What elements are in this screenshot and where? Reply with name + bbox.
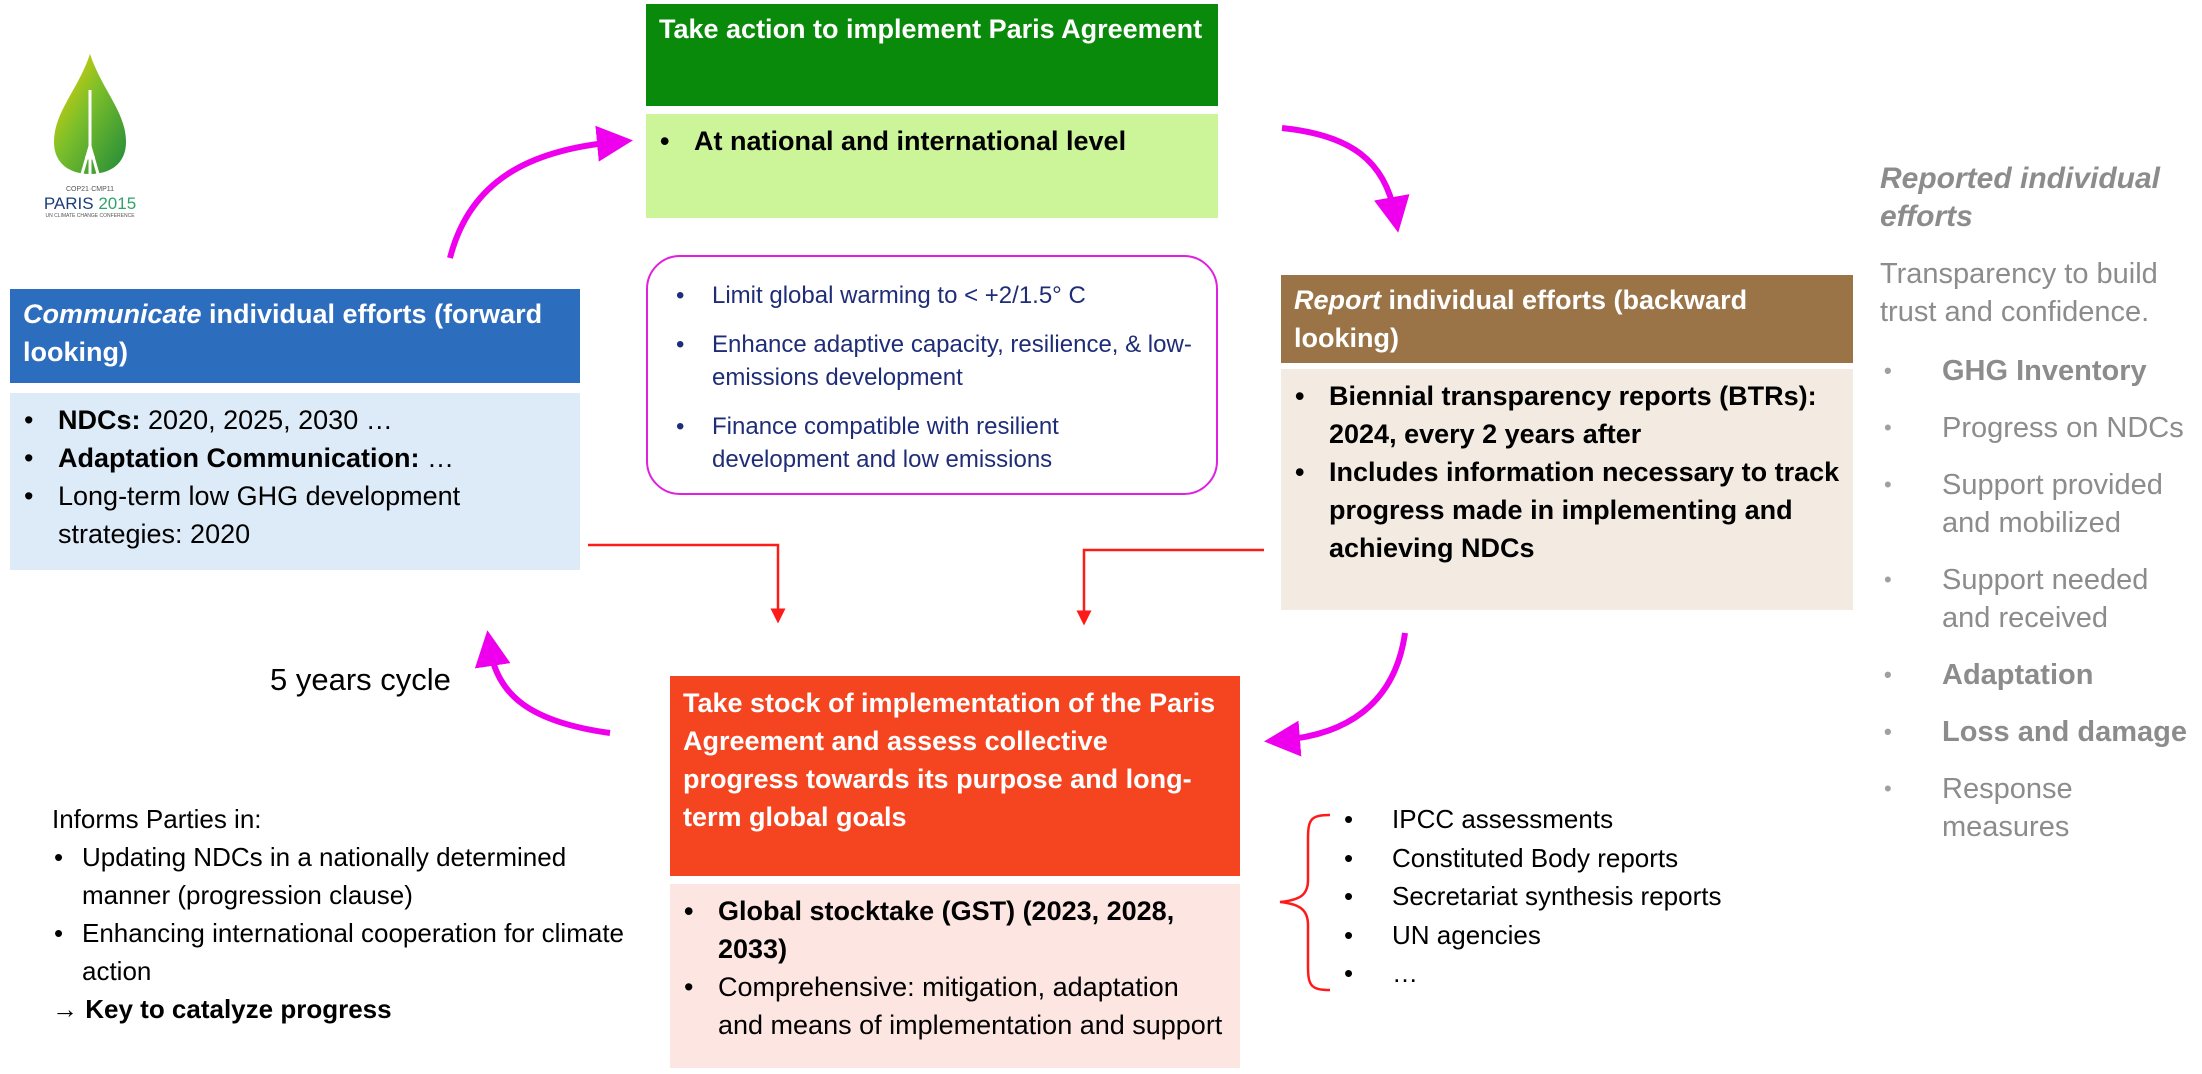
cop21-logo: COP21·CMP11 PARIS 2015 UN CLIMATE CHANGE… bbox=[30, 50, 150, 220]
right-panel-title: Reported individual efforts bbox=[1880, 162, 2161, 233]
cycle-label: 5 years cycle bbox=[270, 662, 451, 697]
take-action-body: At national and international level bbox=[646, 114, 1218, 218]
stocktake-body: Global stocktake (GST) (2023, 2028, 2033… bbox=[670, 884, 1240, 1068]
btr-item: Biennial transparency reports (BTRs): 20… bbox=[1293, 377, 1841, 453]
informs-intro: Informs Parties in: bbox=[52, 804, 262, 834]
source-item: Secretariat synthesis reports bbox=[1340, 877, 1840, 916]
rp-item: Progress on NDCs bbox=[1880, 409, 2202, 447]
right-panel-list: GHG Inventory Progress on NDCs Support p… bbox=[1880, 352, 2202, 865]
arrow-action-to-report bbox=[1281, 125, 1410, 233]
red-arrow-right bbox=[1076, 548, 1264, 626]
rp-item: Loss and damage bbox=[1880, 713, 2202, 751]
gst-inputs-list: IPCC assessments Constituted Body report… bbox=[1340, 800, 1840, 993]
report-body: Biennial transparency reports (BTRs): 20… bbox=[1281, 369, 1853, 610]
informs-parties: Informs Parties in: Updating NDCs in a n… bbox=[52, 800, 652, 1028]
source-item: UN agencies bbox=[1340, 916, 1840, 955]
logo-line2: PARIS 2015 bbox=[43, 194, 137, 213]
logo-line3: UN CLIMATE CHANGE CONFERENCE bbox=[45, 213, 135, 219]
source-item: IPCC assessments bbox=[1340, 800, 1840, 839]
progress-info-item: Includes information necessary to track … bbox=[1293, 453, 1841, 567]
report-header: Report individual efforts (backward look… bbox=[1281, 275, 1853, 363]
arrow-stocktake-to-communicate bbox=[474, 630, 611, 736]
red-arrow-left bbox=[588, 543, 786, 624]
informs-item: Enhancing international cooperation for … bbox=[52, 914, 652, 990]
rp-item: Response measures bbox=[1880, 770, 2202, 846]
arrow-communicate-to-action bbox=[447, 125, 633, 259]
rp-item: Support needed and received bbox=[1880, 561, 2202, 637]
informs-item: Updating NDCs in a nationally determined… bbox=[52, 838, 652, 914]
stocktake-header: Take stock of implementation of the Pari… bbox=[670, 676, 1240, 876]
goal-item: Limit global warming to < +2/1.5° C bbox=[674, 279, 1194, 312]
right-panel-intro: Transparency to build trust and confiden… bbox=[1880, 258, 2158, 328]
take-action-bullet: At national and international level bbox=[658, 122, 1206, 160]
communicate-body: NDCs: 2020, 2025, 2030 … Adaptation Comm… bbox=[10, 393, 580, 570]
source-item: … bbox=[1340, 954, 1840, 993]
arrow-report-to-stocktake bbox=[1264, 632, 1408, 757]
goal-item: Enhance adaptive capacity, resilience, &… bbox=[674, 328, 1194, 394]
rp-item: Support provided and mobilized bbox=[1880, 466, 2202, 542]
key-to-catalyze: → Key to catalyze progress bbox=[52, 994, 392, 1024]
long-term-strategies-item: Long-term low GHG development strategies… bbox=[22, 477, 568, 553]
sources-brace bbox=[1279, 813, 1331, 992]
source-item: Constituted Body reports bbox=[1340, 839, 1840, 878]
communicate-header: Communicate individual efforts (forward … bbox=[10, 289, 580, 383]
global-goals-box: Limit global warming to < +2/1.5° C Enha… bbox=[646, 255, 1218, 495]
goal-item: Finance compatible with resilient develo… bbox=[674, 410, 1194, 476]
take-action-header: Take action to implement Paris Agreement bbox=[646, 4, 1218, 106]
gst-item: Global stocktake (GST) (2023, 2028, 2033… bbox=[682, 892, 1228, 968]
rp-item: GHG Inventory bbox=[1880, 352, 2202, 390]
rp-item: Adaptation bbox=[1880, 656, 2202, 694]
ndcs-item: NDCs: 2020, 2025, 2030 … bbox=[22, 401, 568, 439]
logo-line1: COP21·CMP11 bbox=[65, 186, 115, 193]
comprehensive-item: Comprehensive: mitigation, adaptation an… bbox=[682, 968, 1228, 1044]
leaf-logo-icon bbox=[54, 54, 126, 175]
adaptation-communication-item: Adaptation Communication: … bbox=[22, 439, 568, 477]
